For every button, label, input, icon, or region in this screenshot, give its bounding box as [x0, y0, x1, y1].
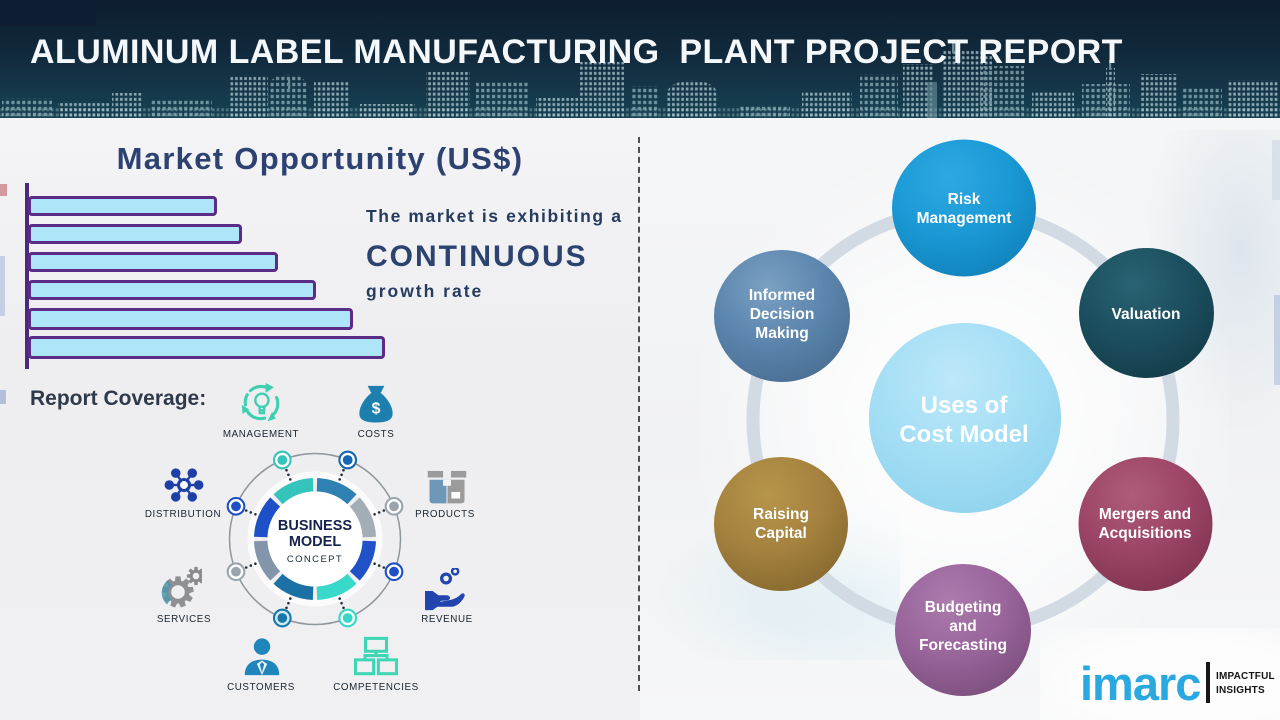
svg-text:$: $: [372, 400, 381, 417]
